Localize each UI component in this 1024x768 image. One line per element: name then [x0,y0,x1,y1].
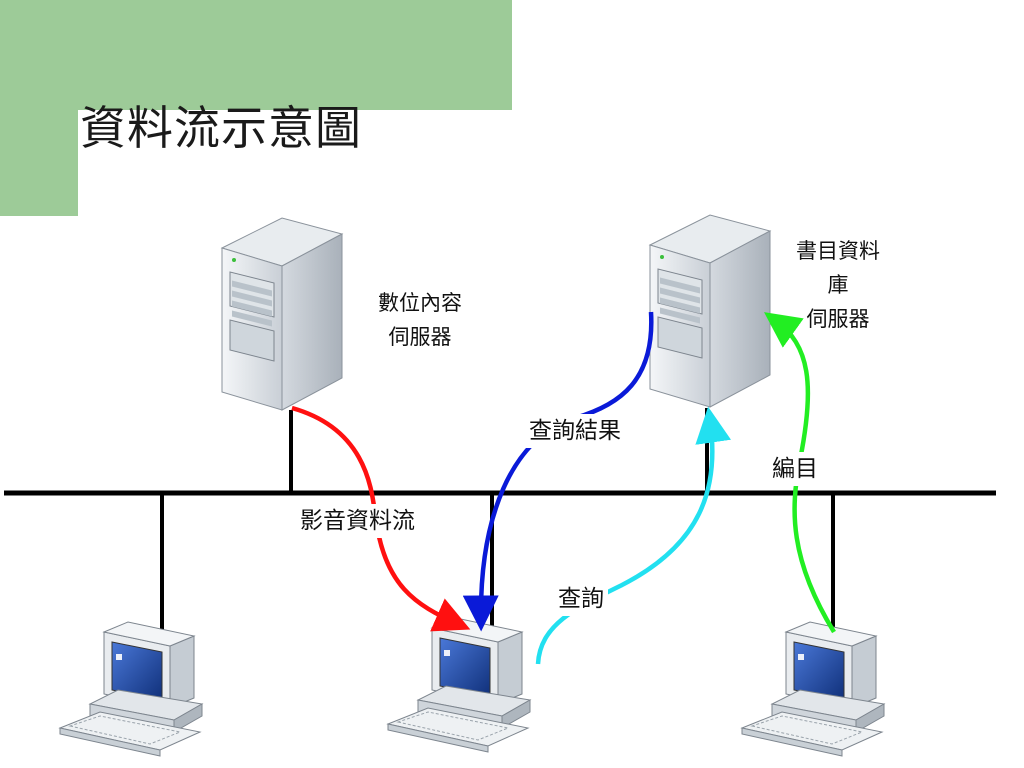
catalog-server-icon [649,214,771,408]
client-right-computer-icon [741,621,885,757]
client-center-computer-icon [387,617,531,753]
catalog-server-label-line3: 伺服器 [806,307,870,331]
content-server-label: 數位內容 伺服器 [360,286,480,354]
catalog-server-label-line2: 庫 [827,273,849,297]
catalog-server-label-line1: 書目資料 [796,239,880,263]
content-server-label-line1: 數位內容 [378,291,462,315]
content-server-icon [221,217,343,411]
side-accent-block [0,110,78,216]
accent-curve [78,110,248,330]
video-stream-label: 影音資料流 [296,504,419,538]
cataloging-label: 編目 [768,452,822,486]
query-result-arrow [462,311,654,632]
content-server-label-line2: 伺服器 [388,325,452,349]
query-arrow [535,406,731,665]
slide-title: 資料流示意圖 [80,101,362,155]
query-result-label: 查詢結果 [525,414,625,448]
client-left-computer-icon [59,621,203,757]
query-label: 查詢 [554,582,608,616]
header-accent-block [0,0,512,110]
catalog-server-label: 書目資料 庫 伺服器 [778,234,898,336]
